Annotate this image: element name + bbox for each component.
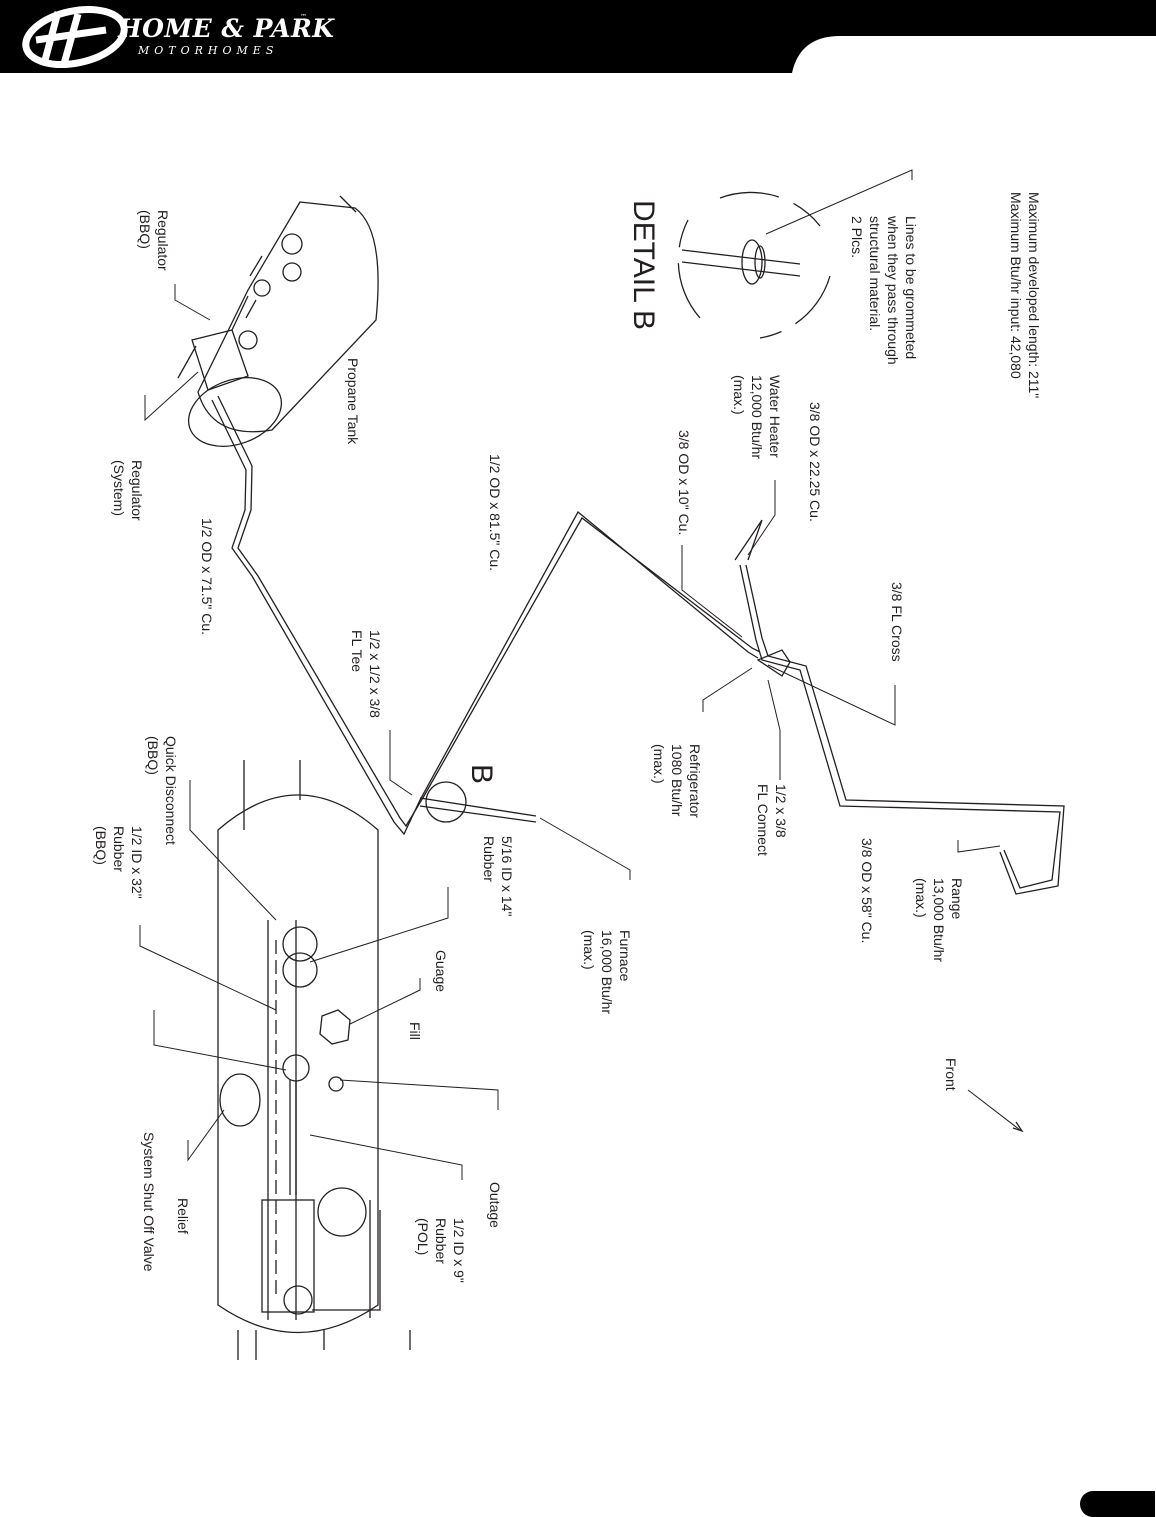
upper-propane-tank (187, 195, 379, 447)
page-number-tab (1080, 1491, 1155, 1517)
detail-b-marker-circle (425, 781, 467, 823)
water-heater-label: Water Heater 12,000 Btu/hr (max.) (730, 375, 784, 459)
regulator-system-name: Regulator (129, 460, 145, 521)
regulator-system-type: (System) (111, 460, 127, 516)
quick-disconnect-label: Quick Disconnect (BBQ) (144, 736, 180, 845)
furnace-max: (max.) (581, 930, 597, 970)
front-label: Front (943, 1058, 959, 1091)
range-label: Range 13,000 Btu/hr (max.) (912, 878, 966, 962)
regulator-system-label: Regulator (System) (110, 460, 146, 521)
front-arrow-icon (1012, 1121, 1024, 1133)
fl-tee-label: 1/2 x 1/2 x 3/8 FL Tee (348, 630, 384, 718)
leader-lines (139, 169, 1021, 1180)
relief-label: Relief (175, 1198, 191, 1234)
water-heater-btu: 12,000 Btu/hr (749, 375, 765, 460)
rubber-516-label: 5/16 ID x 14" Rubber (480, 836, 516, 916)
rubber-32-size: 1/2 ID x 32" (129, 826, 145, 899)
rubber-32-type: (BBQ) (93, 826, 109, 865)
shutoff-valve-label: System Shut Off Valve (141, 1132, 157, 1272)
fl-connect-size: 1/2 x 3/8 (773, 784, 789, 838)
grommet-note-line: 2 Plcs. (849, 216, 865, 259)
grommet-note: Lines to be grommeted when they pass thr… (848, 216, 920, 365)
line-od-71-label: 1/2 OD x 71.5" Cu. (199, 518, 215, 636)
rubber-9-size: 1/2 ID x 9" (451, 1218, 467, 1283)
spec-max-input: Maximum Btu/hr input: 42,080 (1008, 192, 1024, 379)
fl-connect-label: 1/2 x 3/8 FL Connect (754, 784, 790, 856)
detail-b-title: DETAIL B (627, 200, 660, 331)
water-heater-max: (max.) (731, 375, 747, 415)
rubber-516-size: 5/16 ID x 14" (499, 836, 515, 917)
refrigerator-max: (max.) (651, 744, 667, 784)
grommet-note-line: structural material. (867, 216, 883, 332)
specs-block: Maximum developed length: 211" Maximum B… (1007, 192, 1043, 398)
gas-lines (211, 395, 1065, 895)
range-name: Range (949, 878, 965, 920)
refrigerator-name: Refrigerator (687, 744, 703, 818)
header-bar: HOME & PARK ™ MOTORHOMES (0, 0, 1156, 73)
water-heater-name: Water Heater (767, 375, 783, 458)
brand-logo-icon (22, 6, 128, 68)
rubber-32-material: Rubber (111, 826, 127, 872)
line-od-58-label: 3/8 OD x 58" Cu. (859, 838, 875, 944)
rubber-516-material: Rubber (481, 836, 497, 882)
rubber-9-type: (POL) (415, 1218, 431, 1256)
regulator-bbq-type: (BBQ) (137, 210, 153, 249)
furnace-name: Furnace (617, 930, 633, 982)
spec-max-length: Maximum developed length: 211" (1026, 192, 1042, 399)
quick-disconnect-type: (BBQ) (145, 736, 161, 775)
fl-cross-label: 3/8 FL Cross (889, 582, 905, 662)
refrigerator-label: Refrigerator 1080 Btu/hr (max.) (650, 744, 704, 818)
detail-b-marker-label: B (465, 764, 498, 785)
regulator-bbq-label: Regulator (BBQ) (136, 210, 172, 271)
grommet-note-line: Lines to be grommeted (903, 216, 919, 360)
furnace-btu: 16,000 Btu/hr (599, 930, 615, 1015)
guage-label: Guage (433, 950, 449, 993)
brand-name: HOME & PARK (118, 14, 335, 43)
fl-tee-name: FL Tee (349, 630, 365, 673)
rubber-9-material: Rubber (433, 1218, 449, 1264)
fl-tee-size: 1/2 x 1/2 x 3/8 (367, 630, 383, 718)
outage-label: Outage (487, 1182, 503, 1228)
line-od-81-label: 1/2 OD x 81.5" Cu. (487, 454, 503, 572)
rubber-9-label: 1/2 ID x 9" Rubber (POL) (414, 1218, 468, 1283)
range-btu: 13,000 Btu/hr (931, 878, 947, 963)
fill-label: Fill (407, 1022, 423, 1040)
grommet-note-line: when they pass through (885, 216, 901, 365)
brand-subtitle: MOTORHOMES (138, 44, 279, 57)
detail-b-view (677, 191, 831, 339)
rubber-32-label: 1/2 ID x 32" Rubber (BBQ) (92, 826, 146, 899)
propane-tank-label: Propane Tank (345, 358, 361, 445)
refrigerator-btu: 1080 Btu/hr (669, 744, 685, 817)
lower-propane-tank (217, 760, 411, 1360)
regulator-assembly (177, 233, 303, 391)
furnace-label: Furnace 16,000 Btu/hr (max.) (580, 930, 634, 1014)
fl-connect-name: FL Connect (755, 784, 771, 856)
quick-disconnect-name: Quick Disconnect (163, 736, 179, 845)
regulator-bbq-name: Regulator (155, 210, 171, 271)
line-od-10-label: 3/8 OD x 10" Cu. (676, 430, 692, 536)
range-max: (max.) (913, 878, 929, 918)
header-background (0, 0, 1156, 73)
brand-trademark: ™ (300, 13, 307, 21)
line-od-22-label: 3/8 OD x 22.25 Cu. (807, 402, 823, 522)
